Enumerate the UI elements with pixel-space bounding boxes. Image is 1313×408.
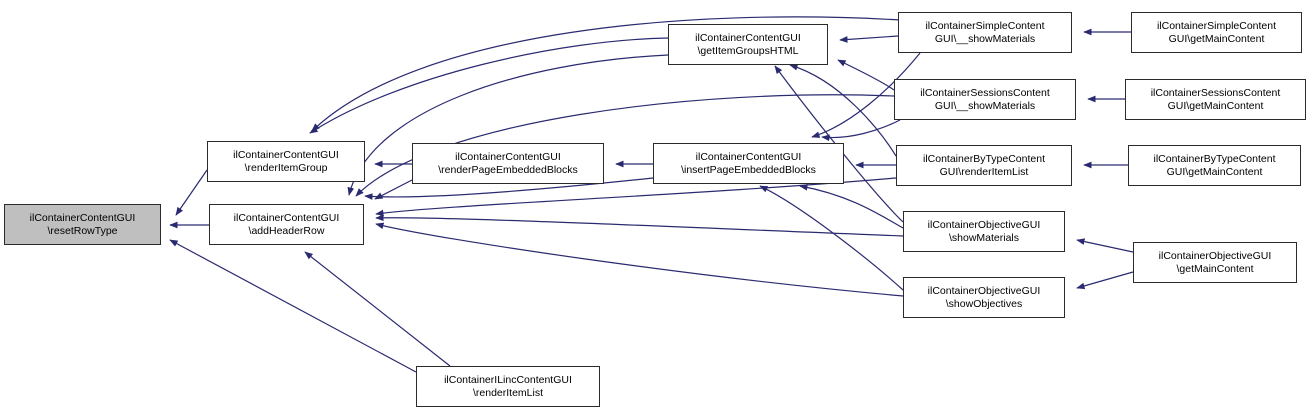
graph-node-label: ilContainerSimpleContent GUI\getMainCont… xyxy=(1156,20,1277,45)
graph-node-simpleGetMainContent[interactable]: ilContainerSimpleContent GUI\getMainCont… xyxy=(1131,12,1302,53)
graph-edge-objectiveShowMaterials-to-insertPageEmbeddedBlocks xyxy=(799,184,904,229)
graph-node-label: ilContainerObjectiveGUI \showMaterials xyxy=(927,219,1041,244)
graph-node-label: ilContainerByTypeContent GUI\renderItemL… xyxy=(923,153,1045,178)
graph-node-objectiveShowMaterials[interactable]: ilContainerObjectiveGUI \showMaterials xyxy=(903,211,1065,252)
graph-node-label: ilContainerContentGUI \addHeaderRow xyxy=(233,212,340,237)
graph-node-byTypeGetMainContent[interactable]: ilContainerByTypeContent GUI\getMainCont… xyxy=(1128,145,1301,186)
graph-node-label: ilContainerSimpleContent GUI\__showMater… xyxy=(925,20,1045,45)
graph-edge-iLincRenderItemList-to-resetRowType xyxy=(169,239,417,373)
graph-edge-objectiveShowObjectives-to-addHeaderRow xyxy=(375,222,904,297)
graph-edge-sessionsShowMaterials-to-getItemGroupsHTML xyxy=(837,59,895,91)
graph-node-objectiveGetMainContent[interactable]: ilContainerObjectiveGUI \getMainContent xyxy=(1133,242,1297,283)
graph-edge-simpleShowMaterials-to-insertPageEmbeddedBlocks xyxy=(811,52,921,138)
graph-node-label: ilContainerContentGUI \insertPageEmbedde… xyxy=(681,151,816,176)
graph-node-resetRowType[interactable]: ilContainerContentGUI \resetRowType xyxy=(4,204,161,245)
graph-node-objectiveShowObjectives[interactable]: ilContainerObjectiveGUI \showObjectives xyxy=(903,277,1065,318)
graph-node-getItemGroupsHTML[interactable]: ilContainerContentGUI \getItemGroupsHTML xyxy=(668,24,828,65)
graph-edge-renderItemGroup-to-resetRowType xyxy=(175,169,208,216)
graph-node-label: ilContainerSessionsContent GUI\__showMat… xyxy=(920,87,1050,112)
graph-edge-objectiveGetMainContent-to-objectiveShowObjectives xyxy=(1076,271,1134,290)
graph-node-label: ilContainerByTypeContent GUI\getMainCont… xyxy=(1153,153,1276,178)
graph-edge-sessionsShowMaterials-to-addHeaderRow xyxy=(355,94,895,197)
graph-node-label: ilContainerObjectiveGUI \showObjectives xyxy=(927,285,1041,310)
graph-edge-objectiveShowMaterials-to-addHeaderRow xyxy=(375,214,904,237)
graph-node-sessionsGetMainContent[interactable]: ilContainerSessionsContent GUI\getMainCo… xyxy=(1125,79,1306,120)
graph-edge-byTypeRenderItemList-to-getItemGroupsHTML xyxy=(789,63,897,157)
graph-edge-sessionsShowMaterials-to-insertPageEmbeddedBlocks xyxy=(821,119,901,142)
graph-node-simpleShowMaterials[interactable]: ilContainerSimpleContent GUI\__showMater… xyxy=(898,12,1072,53)
graph-node-sessionsShowMaterials[interactable]: ilContainerSessionsContent GUI\__showMat… xyxy=(894,79,1076,120)
graph-node-insertPageEmbeddedBlocks[interactable]: ilContainerContentGUI \insertPageEmbedde… xyxy=(653,143,844,184)
graph-edge-simpleShowMaterials-to-getItemGroupsHTML xyxy=(839,35,899,43)
graph-node-iLincRenderItemList[interactable]: ilContainerILincContentGUI \renderItemLi… xyxy=(416,366,600,407)
graph-node-label: ilContainerContentGUI \resetRowType xyxy=(29,212,136,237)
graph-node-label: ilContainerSessionsContent GUI\getMainCo… xyxy=(1150,87,1281,112)
graph-edge-renderPageEmbeddedBlocks-to-addHeaderRow xyxy=(374,179,413,200)
graph-edge-getItemGroupsHTML-to-renderItemGroup xyxy=(309,37,669,134)
graph-node-label: ilContainerContentGUI \renderPageEmbedde… xyxy=(438,151,578,176)
graph-node-byTypeRenderItemList[interactable]: ilContainerByTypeContent GUI\renderItemL… xyxy=(896,145,1072,186)
graph-node-label: ilContainerContentGUI \renderItemGroup xyxy=(233,149,339,174)
graph-edge-byTypeRenderItemList-to-addHeaderRow xyxy=(375,177,897,217)
graph-edge-iLincRenderItemList-to-addHeaderRow xyxy=(304,251,451,367)
graph-node-label: ilContainerILincContentGUI \renderItemLi… xyxy=(444,374,572,399)
graph-edge-objectiveShowObjectives-to-insertPageEmbeddedBlocks xyxy=(759,185,904,291)
graph-node-label: ilContainerObjectiveGUI \getMainContent xyxy=(1158,250,1272,275)
graph-edge-simpleShowMaterials-to-renderItemGroup xyxy=(311,16,901,132)
graph-node-addHeaderRow[interactable]: ilContainerContentGUI \addHeaderRow xyxy=(209,204,364,245)
graph-edge-objectiveGetMainContent-to-objectiveShowMaterials xyxy=(1076,238,1134,253)
graph-edge-insertPageEmbeddedBlocks-to-addHeaderRow xyxy=(364,177,654,200)
graph-node-label: ilContainerContentGUI \getItemGroupsHTML xyxy=(695,32,801,57)
graph-node-renderItemGroup[interactable]: ilContainerContentGUI \renderItemGroup xyxy=(207,141,365,182)
graph-node-renderPageEmbeddedBlocks[interactable]: ilContainerContentGUI \renderPageEmbedde… xyxy=(412,143,604,184)
